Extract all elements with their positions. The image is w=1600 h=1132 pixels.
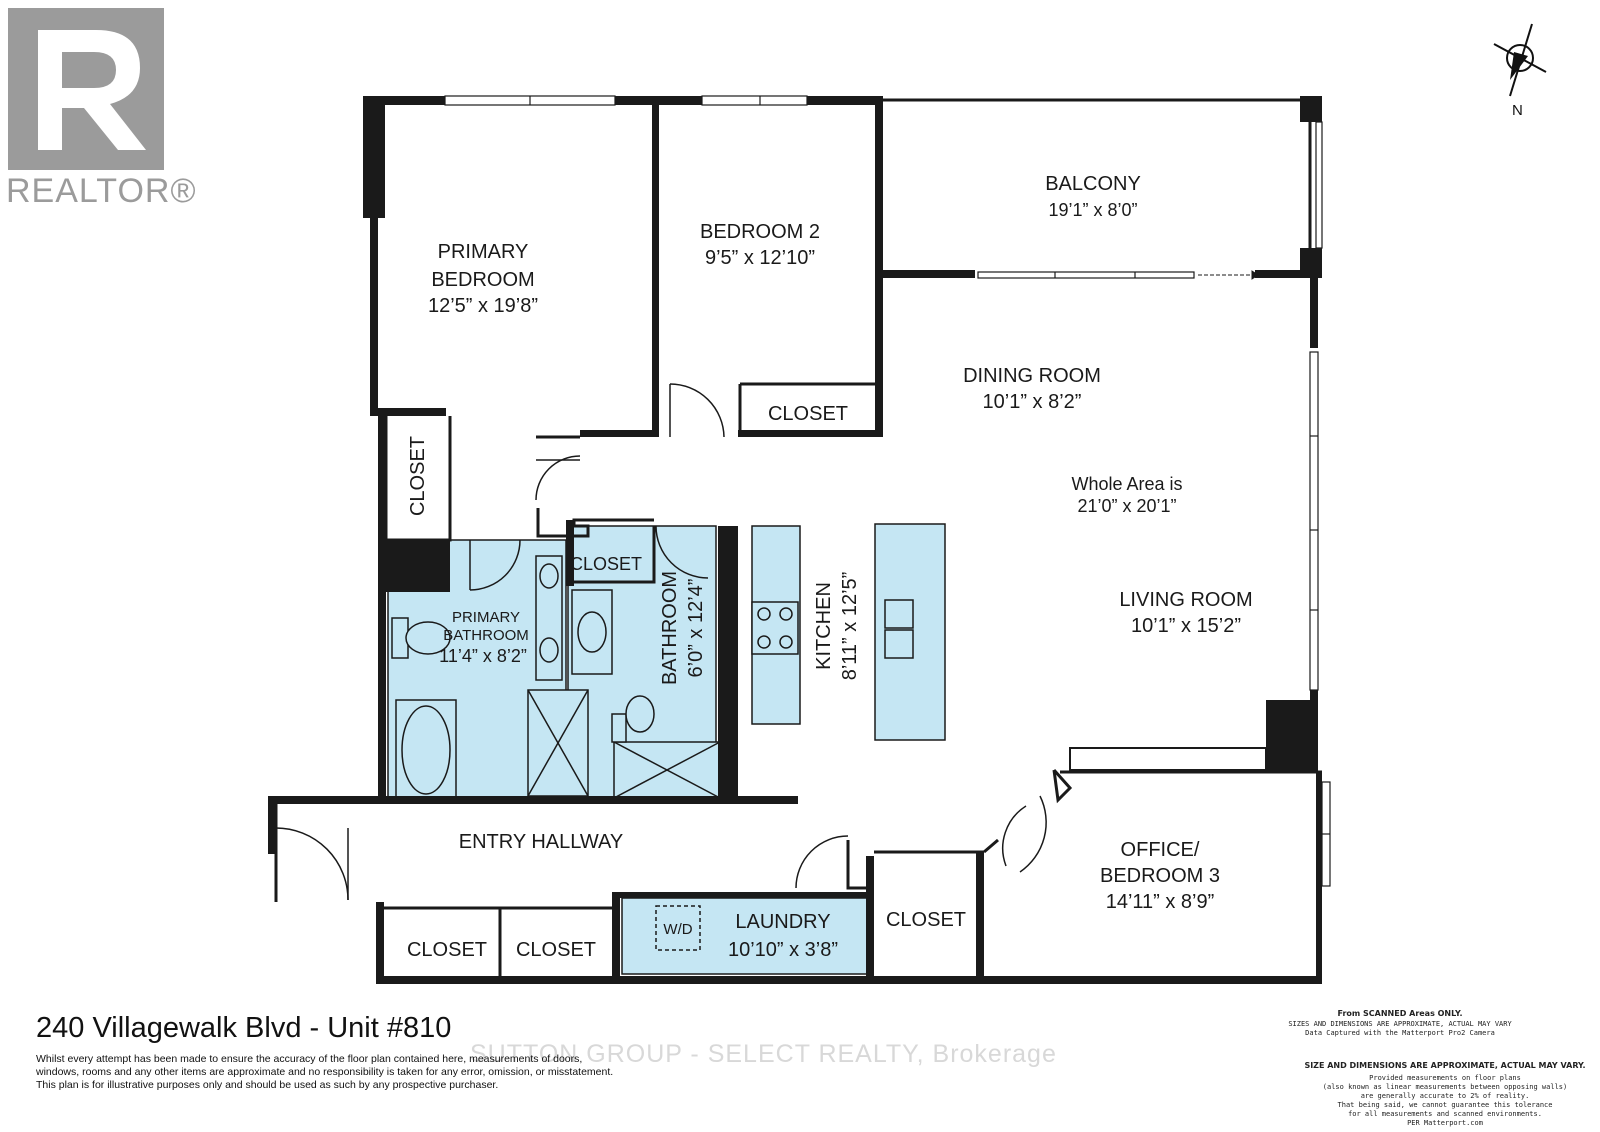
laundry-floor xyxy=(621,897,873,975)
closet-entry-1: CLOSET xyxy=(407,939,487,961)
matterport-note-line3: (also known as linear measurements betwe… xyxy=(1323,1083,1567,1091)
closet-office: CLOSET xyxy=(886,909,966,931)
living-room-name: LIVING ROOM xyxy=(1119,589,1252,611)
walls xyxy=(268,96,1322,984)
bedroom2-name: BEDROOM 2 xyxy=(700,221,820,243)
matterport-note-line2: Provided measurements on floor plans xyxy=(1369,1074,1521,1082)
primary-bedroom-dims: 12’5” x 19’8” xyxy=(428,295,538,317)
kitchen-dims: 8’11” x 12’5” xyxy=(839,572,861,681)
kitchen-name: KITCHEN xyxy=(813,582,835,670)
scan-note-line2: Data Captured with the Matterport Pro2 C… xyxy=(1305,1029,1495,1037)
primary-bathroom-dims: 11’4” x 8’2” xyxy=(439,646,527,666)
laundry-name: LAUNDRY xyxy=(735,911,830,933)
disclaimer: Whilst every attempt has been made to en… xyxy=(36,1053,656,1092)
office-name2: BEDROOM 3 xyxy=(1100,865,1220,887)
office-name1: OFFICE/ xyxy=(1121,839,1200,861)
realtor-logo xyxy=(8,8,164,170)
primary-bathroom-name1: PRIMARY xyxy=(452,609,520,626)
disclaimer-line: windows, rooms and any other items are a… xyxy=(36,1066,614,1078)
windows xyxy=(444,95,1331,887)
bathroom-dims: 6’0” x 12’4” xyxy=(685,579,707,678)
scan-note-line1: SIZES AND DIMENSIONS ARE APPROXIMATE, AC… xyxy=(1288,1020,1512,1028)
whole-area-line2: 21’0” x 20’1” xyxy=(1077,496,1176,516)
closet-entry-2: CLOSET xyxy=(516,939,596,961)
fixtures xyxy=(391,555,914,951)
dining-room-name: DINING ROOM xyxy=(963,365,1101,387)
balcony-name: BALCONY xyxy=(1045,173,1141,195)
primary-bathroom-name2: BATHROOM xyxy=(443,627,529,644)
washer-dryer-label: W/D xyxy=(663,921,692,938)
primary-bedroom-name1: PRIMARY xyxy=(438,241,529,263)
entry-hallway-name: ENTRY HALLWAY xyxy=(459,831,624,853)
property-address: 240 Villagewalk Blvd - Unit #810 xyxy=(36,1012,452,1044)
disclaimer-line: This plan is for illustrative purposes o… xyxy=(36,1079,499,1091)
compass-north-label: N xyxy=(1512,102,1523,119)
bedroom2-dims: 9’5” x 12’10” xyxy=(705,247,815,269)
office-dims: 14’11” x 8’9” xyxy=(1106,891,1215,913)
whole-area-line1: Whole Area is xyxy=(1071,474,1182,494)
brokerage-watermark: SUTTON GROUP - SELECT REALTY, Brokerage xyxy=(470,1040,1057,1068)
disclaimer-line: Whilst every attempt has been made to en… xyxy=(36,1053,583,1065)
room-labels: PRIMARY BEDROOM 12’5” x 19’8” BEDROOM 2 … xyxy=(407,173,1253,961)
balcony-dims: 19’1” x 8’0” xyxy=(1048,200,1137,220)
scan-note-title: From SCANNED Areas ONLY. xyxy=(1338,1009,1463,1018)
matterport-note-line7: PER Matterport.com xyxy=(1407,1119,1483,1127)
matterport-note-line1: SIZE AND DIMENSIONS ARE APPROXIMATE, ACT… xyxy=(1304,1061,1585,1070)
living-room-dims: 10’1” x 15’2” xyxy=(1131,615,1241,637)
dining-room-dims: 10’1” x 8’2” xyxy=(983,391,1082,413)
wall-outlines xyxy=(274,98,1322,976)
door-swings xyxy=(275,383,1047,901)
compass-icon xyxy=(1493,23,1547,97)
closet-hall: CLOSET xyxy=(570,554,642,574)
slider-arrow-icon xyxy=(1198,270,1259,280)
matterport-note-line5: That being said, we cannot guarantee thi… xyxy=(1338,1101,1553,1109)
matterport-note: SIZE AND DIMENSIONS ARE APPROXIMATE, ACT… xyxy=(1304,1061,1585,1127)
closet-bedroom2: CLOSET xyxy=(768,403,848,425)
primary-bedroom-name2: BEDROOM xyxy=(431,269,534,291)
closet-primary-bedroom: CLOSET xyxy=(407,436,429,516)
laundry-dims: 10’10” x 3’8” xyxy=(728,939,838,961)
bathroom-name: BATHROOM xyxy=(659,571,681,685)
scan-note: From SCANNED Areas ONLY. SIZES AND DIMEN… xyxy=(1288,1009,1512,1037)
matterport-note-line6: for all measurements and scanned environ… xyxy=(1348,1110,1542,1118)
matterport-note-line4: are generally accurate to 2% of reality. xyxy=(1361,1092,1530,1100)
realtor-logo-text: REALTOR® xyxy=(6,172,197,210)
